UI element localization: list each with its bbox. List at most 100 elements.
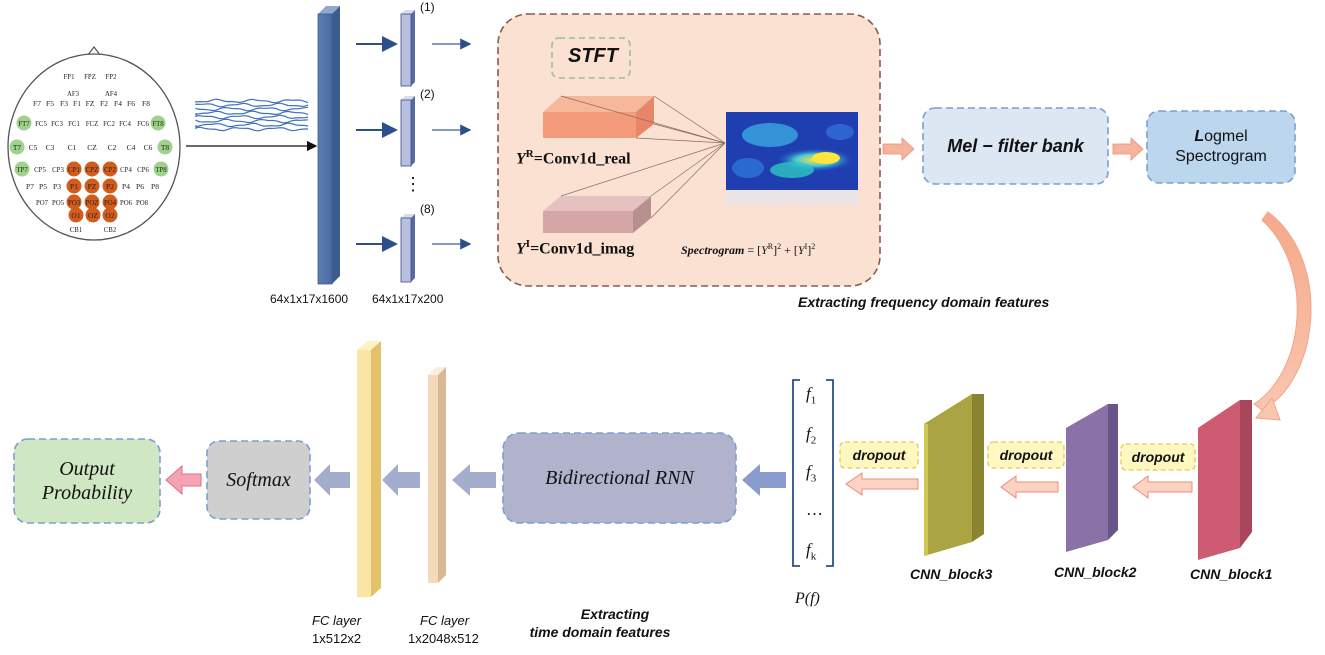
electrode-cp2-label: CP2 [104,167,116,174]
bidirectional-rnn-box [502,432,737,524]
softmax-input-arrow [314,464,350,496]
logmel-rest: ogmel [1204,128,1248,145]
input-tensor-block [317,6,340,285]
electrode-pz-dot [84,178,100,194]
stft-connector-lines [560,95,726,219]
electrode-fpz-label: FPZ [84,74,96,81]
segment-block-side-2 [411,96,415,166]
electrode-fc1-label: FC1 [68,121,80,128]
electrode-cz-label: CZ [87,143,97,152]
segment-label-2: (2) [420,87,435,101]
electrode-p7-label: P7 [26,182,34,191]
electrode-cp6-label: CP6 [137,167,149,174]
electrode-cb2-label: CB2 [104,227,117,234]
electrode-pz-label: PZ [88,182,97,191]
cnn-block2-label: CNN_block2 [1054,564,1137,580]
electrode-po6-label: PO6 [120,200,133,207]
real-superscript: R [525,148,534,160]
electrode-tp7-dot [14,161,30,177]
electrode-f8-label: F8 [142,99,150,108]
electrode-po4-dot [102,194,118,210]
electrode-f2-label: F2 [100,99,108,108]
segment-block-3 [400,217,412,283]
electrode-cp4-label: CP4 [120,167,132,174]
rnn-input-arrow [742,464,786,496]
cnn-block2-shape [1066,404,1118,552]
electrode-f6-label: F6 [127,99,135,108]
cnn-block3-label: CNN_block3 [910,566,993,582]
feature-item-k-symbol: f [806,540,811,559]
electrode-ft8-label: FT8 [152,121,164,128]
electrode-ft8-dot [150,115,166,131]
electrode-cp1-label: CP1 [68,167,80,174]
softmax-box [206,440,311,520]
electrode-p3-label: P3 [53,182,61,191]
imag-superscript: I [525,238,531,250]
electrode-tp8-label: TP8 [155,167,167,174]
feature-item-2: f2 [806,424,816,446]
cnn-block1-shape [1198,400,1252,560]
fc-layer-512-label: FC layer 1x512x2 [312,612,361,647]
electrode-fp2-label: FP2 [106,74,118,81]
conv1d-imag-text: =Conv1d_imag [530,240,635,258]
electrode-c2-label: C2 [108,143,117,152]
feature-vector-bracket-right [826,379,834,567]
eeg-wave-line [195,118,309,124]
electrode-f1-label: F1 [73,99,81,108]
segment-ellipsis: ⋮ [404,174,422,194]
stft-title-box [551,37,631,79]
electrode-oz-label: OZ [88,211,98,220]
segment-block-top-3 [401,214,415,218]
electrode-c4-label: C4 [127,143,136,152]
segment-label-8: (8) [420,202,435,216]
segment-block-side-3 [411,214,415,282]
electrode-tp8-dot [153,161,169,177]
conv1d-real-slab [543,96,654,138]
electrode-p2-label: P2 [106,182,114,191]
feature-item-ellipsis: … [806,500,823,519]
electrode-f3-label: F3 [60,99,68,108]
electrode-fc4-label: FC4 [119,121,131,128]
electrode-po8-label: PO8 [136,200,149,207]
electrode-p1-dot [66,178,82,194]
y-letter-real: Y [516,150,526,168]
electrode-p2-dot [102,178,118,194]
conv1d-imag-slab [543,196,651,233]
electrode-ft7-label: FT7 [18,121,30,128]
electrode-cp5-label: CP5 [34,167,46,174]
conv1d-real-text: =Conv1d_real [533,150,631,168]
segment-block-top-1 [401,10,415,14]
logmel-line1: Logmel [1194,127,1247,147]
electrode-fz-label: FZ [86,99,95,108]
electrode-f4-label: F4 [114,99,122,108]
formula-rhs: = [YR]2 + [YI]2 [744,242,816,257]
electrode-po3-dot [66,194,82,210]
segment-blocks [356,10,472,283]
electrode-cpz-label: CPZ [86,167,98,174]
head-outline-shape [7,53,181,241]
cnn-block1-label: CNN_block1 [1190,566,1273,582]
dropout-label-3: dropout [852,447,906,463]
fc1-input-arrow [452,464,496,496]
output-line2: Probability [41,482,133,504]
electrode-oz-dot [85,207,101,223]
electrode-af4-label: AF4 [105,91,118,98]
electrode-cpz-dot [84,161,100,177]
feature-item-3-symbol: f [806,462,811,481]
dropout-label-2: dropout [999,447,1053,463]
electrode-fc5-label: FC5 [35,121,47,128]
electrode-p1-label: P1 [70,182,78,191]
logmel-spectrogram-box [1146,110,1296,184]
segment-block-1 [400,13,412,87]
fc-512-line1: FC layer [312,613,362,628]
feature-vector-bracket-left [792,379,800,567]
input-dim-label: 64x1x17x1600 [270,292,349,306]
segment-block-side-1 [411,10,415,86]
segment-block-top-2 [401,96,415,100]
logmel-first-letter: L [1194,128,1205,145]
feature-item-2-symbol: f [806,424,811,443]
electrode-t7-dot [9,139,25,155]
feature-vector-caption: P(f) [795,590,820,607]
dropout-label-1: dropout [1131,449,1185,465]
